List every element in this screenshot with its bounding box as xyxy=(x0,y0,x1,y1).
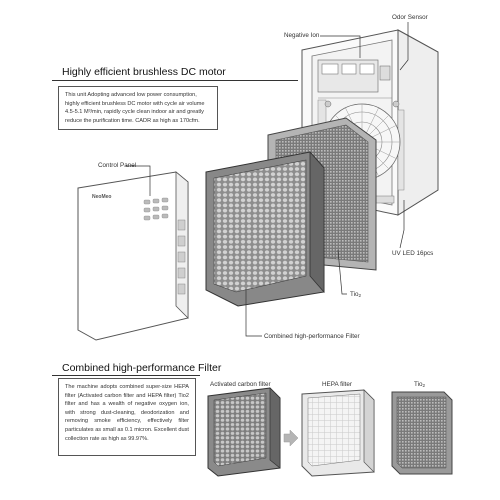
filter-description-box: The machine adopts combined super-size H… xyxy=(58,378,196,456)
tio2-filter-label-subscript: 2 xyxy=(422,383,426,388)
tio2-label-main: Tio xyxy=(350,291,359,298)
activated-carbon-filter-image xyxy=(207,387,281,477)
odor-sensor-label: Odor Sensor xyxy=(392,14,428,21)
tio2-filter-label: Tio2 xyxy=(414,381,425,388)
tio2-filter-image xyxy=(391,391,453,475)
hepa-filter-label: HEPA filter xyxy=(322,381,352,388)
tio2-label-subscript: 2 xyxy=(358,293,362,298)
filter-section-heading: Combined high-performance Filter xyxy=(62,362,222,374)
arrow-icon xyxy=(283,429,299,447)
motor-heading-rule xyxy=(52,80,298,81)
filter-heading-rule xyxy=(52,375,200,376)
combined-filter xyxy=(205,150,325,307)
callout-leader-lines xyxy=(126,22,409,337)
uv-led-label: UV LED 16pcs xyxy=(392,250,434,257)
activated-carbon-filter-label: Activated carbon filter xyxy=(210,381,271,388)
motor-section-heading: Highly efficient brushless DC motor xyxy=(62,66,226,78)
hepa-filter-image xyxy=(301,389,375,477)
negative-ion-label: Negative Ion xyxy=(284,32,320,39)
motor-description-text: This unit Adopting advanced low power co… xyxy=(65,92,205,124)
tio2-filter-label-main: Tio xyxy=(414,381,423,388)
brand-logo-text: NeoMeo xyxy=(92,194,112,200)
motor-description-box: This unit Adopting advanced low power co… xyxy=(58,86,218,130)
front-panel-device xyxy=(77,171,189,341)
control-panel-label: Control Panel xyxy=(98,162,137,169)
tio2-label: Tio2 xyxy=(350,291,361,298)
combined-filter-label: Combined high-performance Filter xyxy=(264,333,360,340)
filter-description-text: The machine adopts combined super-size H… xyxy=(65,384,189,442)
